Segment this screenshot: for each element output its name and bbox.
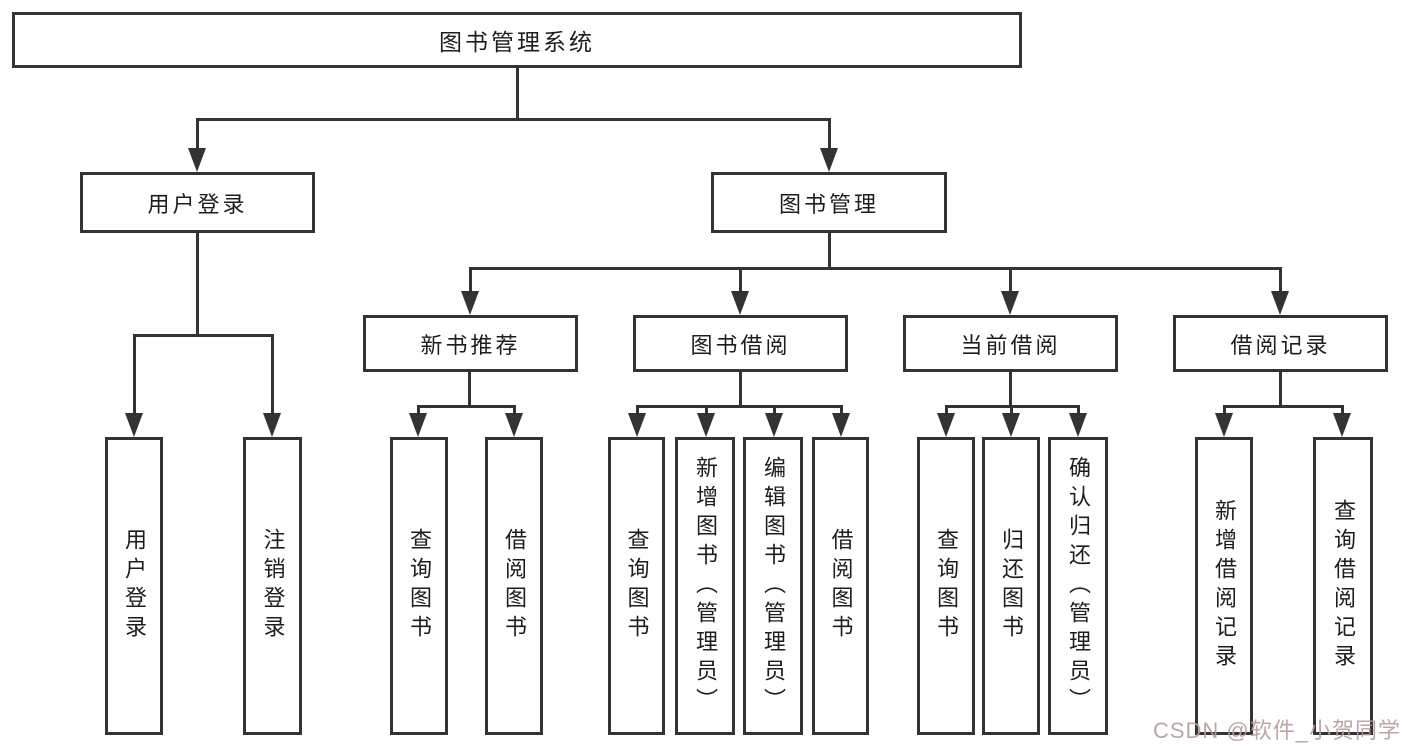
leaf-logout: 注销登录 [243, 437, 302, 735]
connector-line [516, 68, 519, 120]
node-user-login: 用户登录 [80, 172, 315, 233]
arrow-down-icon [820, 148, 838, 172]
arrow-down-icon [697, 413, 715, 437]
connector-line [417, 405, 420, 417]
connector-line [1009, 267, 1012, 293]
arrow-down-icon [731, 291, 749, 315]
arrow-down-icon [1069, 413, 1087, 437]
leaf-query-books-borrowing: 查询图书 [608, 437, 665, 735]
connector-line [196, 118, 831, 121]
connector-line [945, 405, 948, 417]
arrow-down-icon [832, 413, 850, 437]
connector-line [1009, 371, 1012, 407]
connector-line [636, 405, 639, 417]
connector-line [1077, 405, 1080, 417]
arrow-down-icon [409, 413, 427, 437]
arrow-down-icon [1002, 413, 1020, 437]
leaf-add-books-admin: 新增图书（管理员） [675, 437, 735, 735]
connector-line [636, 405, 842, 408]
leaf-borrow-books-recommend: 借阅图书 [485, 437, 543, 735]
node-new-book-recommend: 新书推荐 [363, 315, 578, 372]
connector-line [468, 371, 471, 407]
leaf-return-books: 归还图书 [982, 437, 1040, 735]
connector-line [417, 405, 516, 408]
leaf-confirm-return-admin: 确认归还（管理员） [1048, 437, 1108, 735]
connector-line [1223, 405, 1226, 417]
arrow-down-icon [125, 413, 143, 437]
leaf-query-books-current: 查询图书 [917, 437, 975, 735]
connector-line [840, 405, 843, 417]
arrow-down-icon [188, 148, 206, 172]
connector-line [196, 118, 199, 152]
connector-line [469, 267, 1282, 270]
connector-line [1010, 405, 1013, 417]
leaf-query-books-recommend: 查询图书 [390, 437, 448, 735]
leaf-borrow-books: 借阅图书 [812, 437, 869, 735]
watermark: CSDN @软件_小贺同学 [1152, 718, 1401, 743]
node-book-borrowing: 图书借阅 [633, 315, 848, 372]
arrow-down-icon [628, 413, 646, 437]
arrow-down-icon [765, 413, 783, 437]
node-current-borrowing: 当前借阅 [903, 315, 1118, 372]
connector-line [1223, 405, 1344, 408]
connector-line [1341, 405, 1344, 417]
leaf-user-login: 用户登录 [105, 437, 163, 735]
connector-line [828, 231, 831, 269]
arrow-down-icon [1333, 413, 1351, 437]
arrow-down-icon [461, 291, 479, 315]
connector-line [513, 405, 516, 417]
leaf-query-borrow-record: 查询借阅记录 [1313, 437, 1373, 735]
leaf-add-borrow-record: 新增借阅记录 [1195, 437, 1253, 735]
connector-line [705, 405, 708, 417]
connector-line [828, 118, 831, 152]
node-borrowing-records: 借阅记录 [1173, 315, 1388, 372]
connector-line [1279, 267, 1282, 293]
node-book-management: 图书管理 [711, 172, 947, 233]
node-library-system: 图书管理系统 [12, 12, 1022, 68]
connector-line [271, 334, 274, 416]
connector-line [133, 334, 274, 337]
connector-line [469, 267, 472, 293]
arrow-down-icon [1271, 291, 1289, 315]
connector-line [1279, 371, 1282, 407]
arrow-down-icon [1001, 291, 1019, 315]
leaf-edit-books-admin: 编辑图书（管理员） [743, 437, 803, 735]
arrow-down-icon [263, 413, 281, 437]
connector-line [196, 232, 199, 336]
connector-line [133, 334, 136, 416]
connector-line [773, 405, 776, 417]
connector-line [739, 371, 742, 407]
arrow-down-icon [505, 413, 523, 437]
connector-line [739, 267, 742, 293]
arrow-down-icon [937, 413, 955, 437]
arrow-down-icon [1215, 413, 1233, 437]
